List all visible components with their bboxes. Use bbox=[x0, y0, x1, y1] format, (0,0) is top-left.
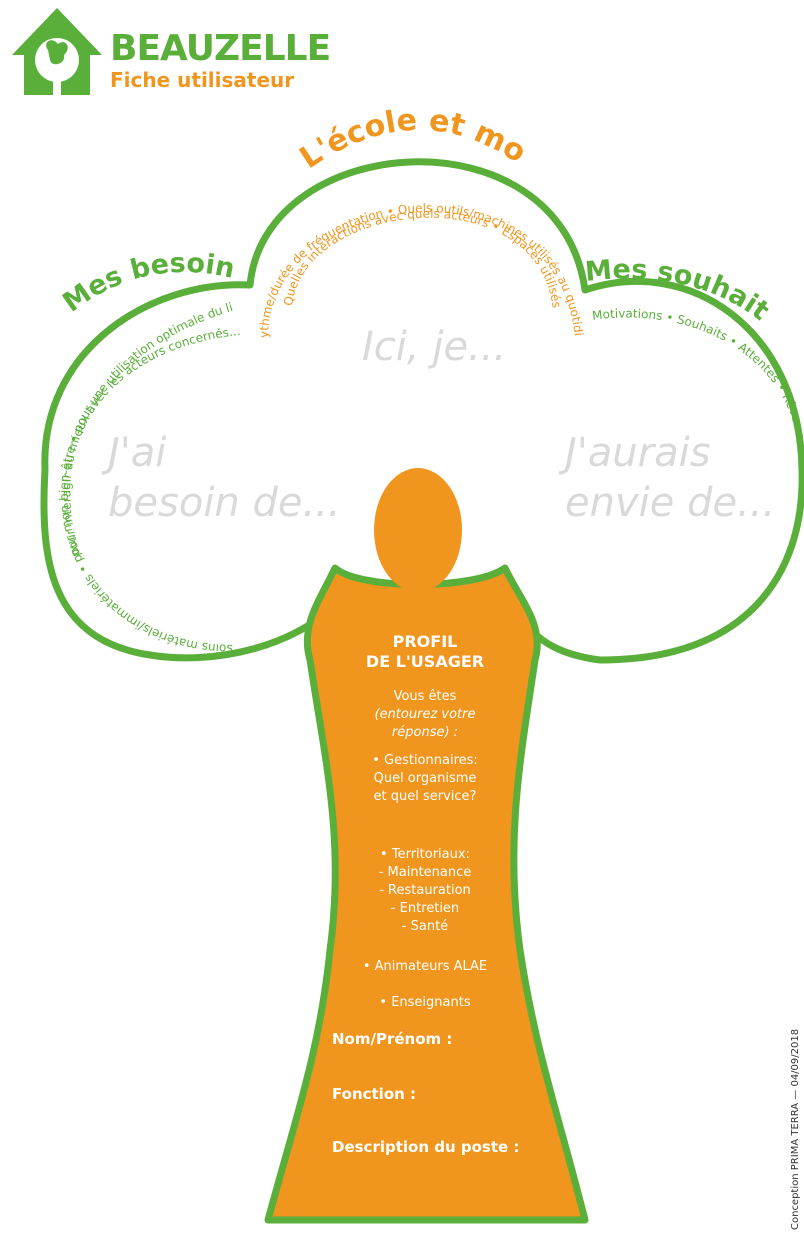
territoriaux-restauration: - Restauration bbox=[379, 883, 471, 898]
besoins-prompt-line1: J'ai bbox=[108, 430, 167, 476]
description-poste-field[interactable]: Description du poste : bbox=[332, 1138, 520, 1156]
brand-subtitle: Fiche utilisateur bbox=[110, 68, 295, 92]
profile-title-line1: PROFIL bbox=[392, 632, 458, 651]
souhaits-prompt: J'aurais envie de... bbox=[565, 428, 775, 528]
gestionnaires-line2: Quel organisme bbox=[373, 771, 477, 786]
canopy-outline bbox=[40, 158, 804, 664]
option-animateurs[interactable]: • Animateurs ALAE bbox=[362, 959, 488, 974]
territoriaux-entretien: - Entretien bbox=[390, 901, 460, 916]
profile-intro-text: Vous êtes bbox=[393, 689, 457, 704]
ecole-prompt: Ici, je... bbox=[362, 324, 507, 370]
gestionnaires-line3: et quel service? bbox=[373, 789, 477, 804]
head-shape bbox=[374, 468, 462, 592]
body-shape bbox=[264, 564, 589, 1224]
option-enseignants[interactable]: • Enseignants bbox=[379, 995, 471, 1010]
option-territoriaux[interactable]: • Territoriaux: - Maintenance - Restaura… bbox=[300, 846, 550, 936]
profile-intro-note: (entourez votre réponse) : bbox=[374, 707, 476, 740]
souhaits-prompt-line1: J'aurais bbox=[565, 430, 711, 476]
profile-intro: Vous êtes (entourez votre réponse) : bbox=[300, 688, 550, 742]
gestionnaires-label: • Gestionnaires: bbox=[372, 753, 478, 768]
territoriaux-sante: - Santé bbox=[401, 919, 449, 934]
besoins-prompt-line2: besoin de... bbox=[108, 480, 341, 526]
besoins-prompt: J'ai besoin de... bbox=[108, 428, 341, 528]
fonction-field[interactable]: Fonction : bbox=[332, 1085, 417, 1103]
profile-title-line2: DE L'USAGER bbox=[365, 652, 485, 671]
house-squirrel-icon bbox=[12, 8, 102, 95]
profile-heading: PROFIL DE L'USAGER bbox=[300, 632, 550, 672]
nom-prenom-field[interactable]: Nom/Prénom : bbox=[332, 1030, 453, 1048]
brand-name: BEAUZELLE bbox=[110, 28, 331, 69]
territoriaux-maintenance: - Maintenance bbox=[378, 865, 472, 880]
souhaits-prompt-line2: envie de... bbox=[565, 480, 776, 526]
credit-text: Conception PRIMA TERRA — 04/09/2018 bbox=[790, 1028, 801, 1230]
territoriaux-label: • Territoriaux: bbox=[380, 847, 470, 862]
option-gestionnaires[interactable]: • Gestionnaires: Quel organisme et quel … bbox=[300, 752, 550, 806]
